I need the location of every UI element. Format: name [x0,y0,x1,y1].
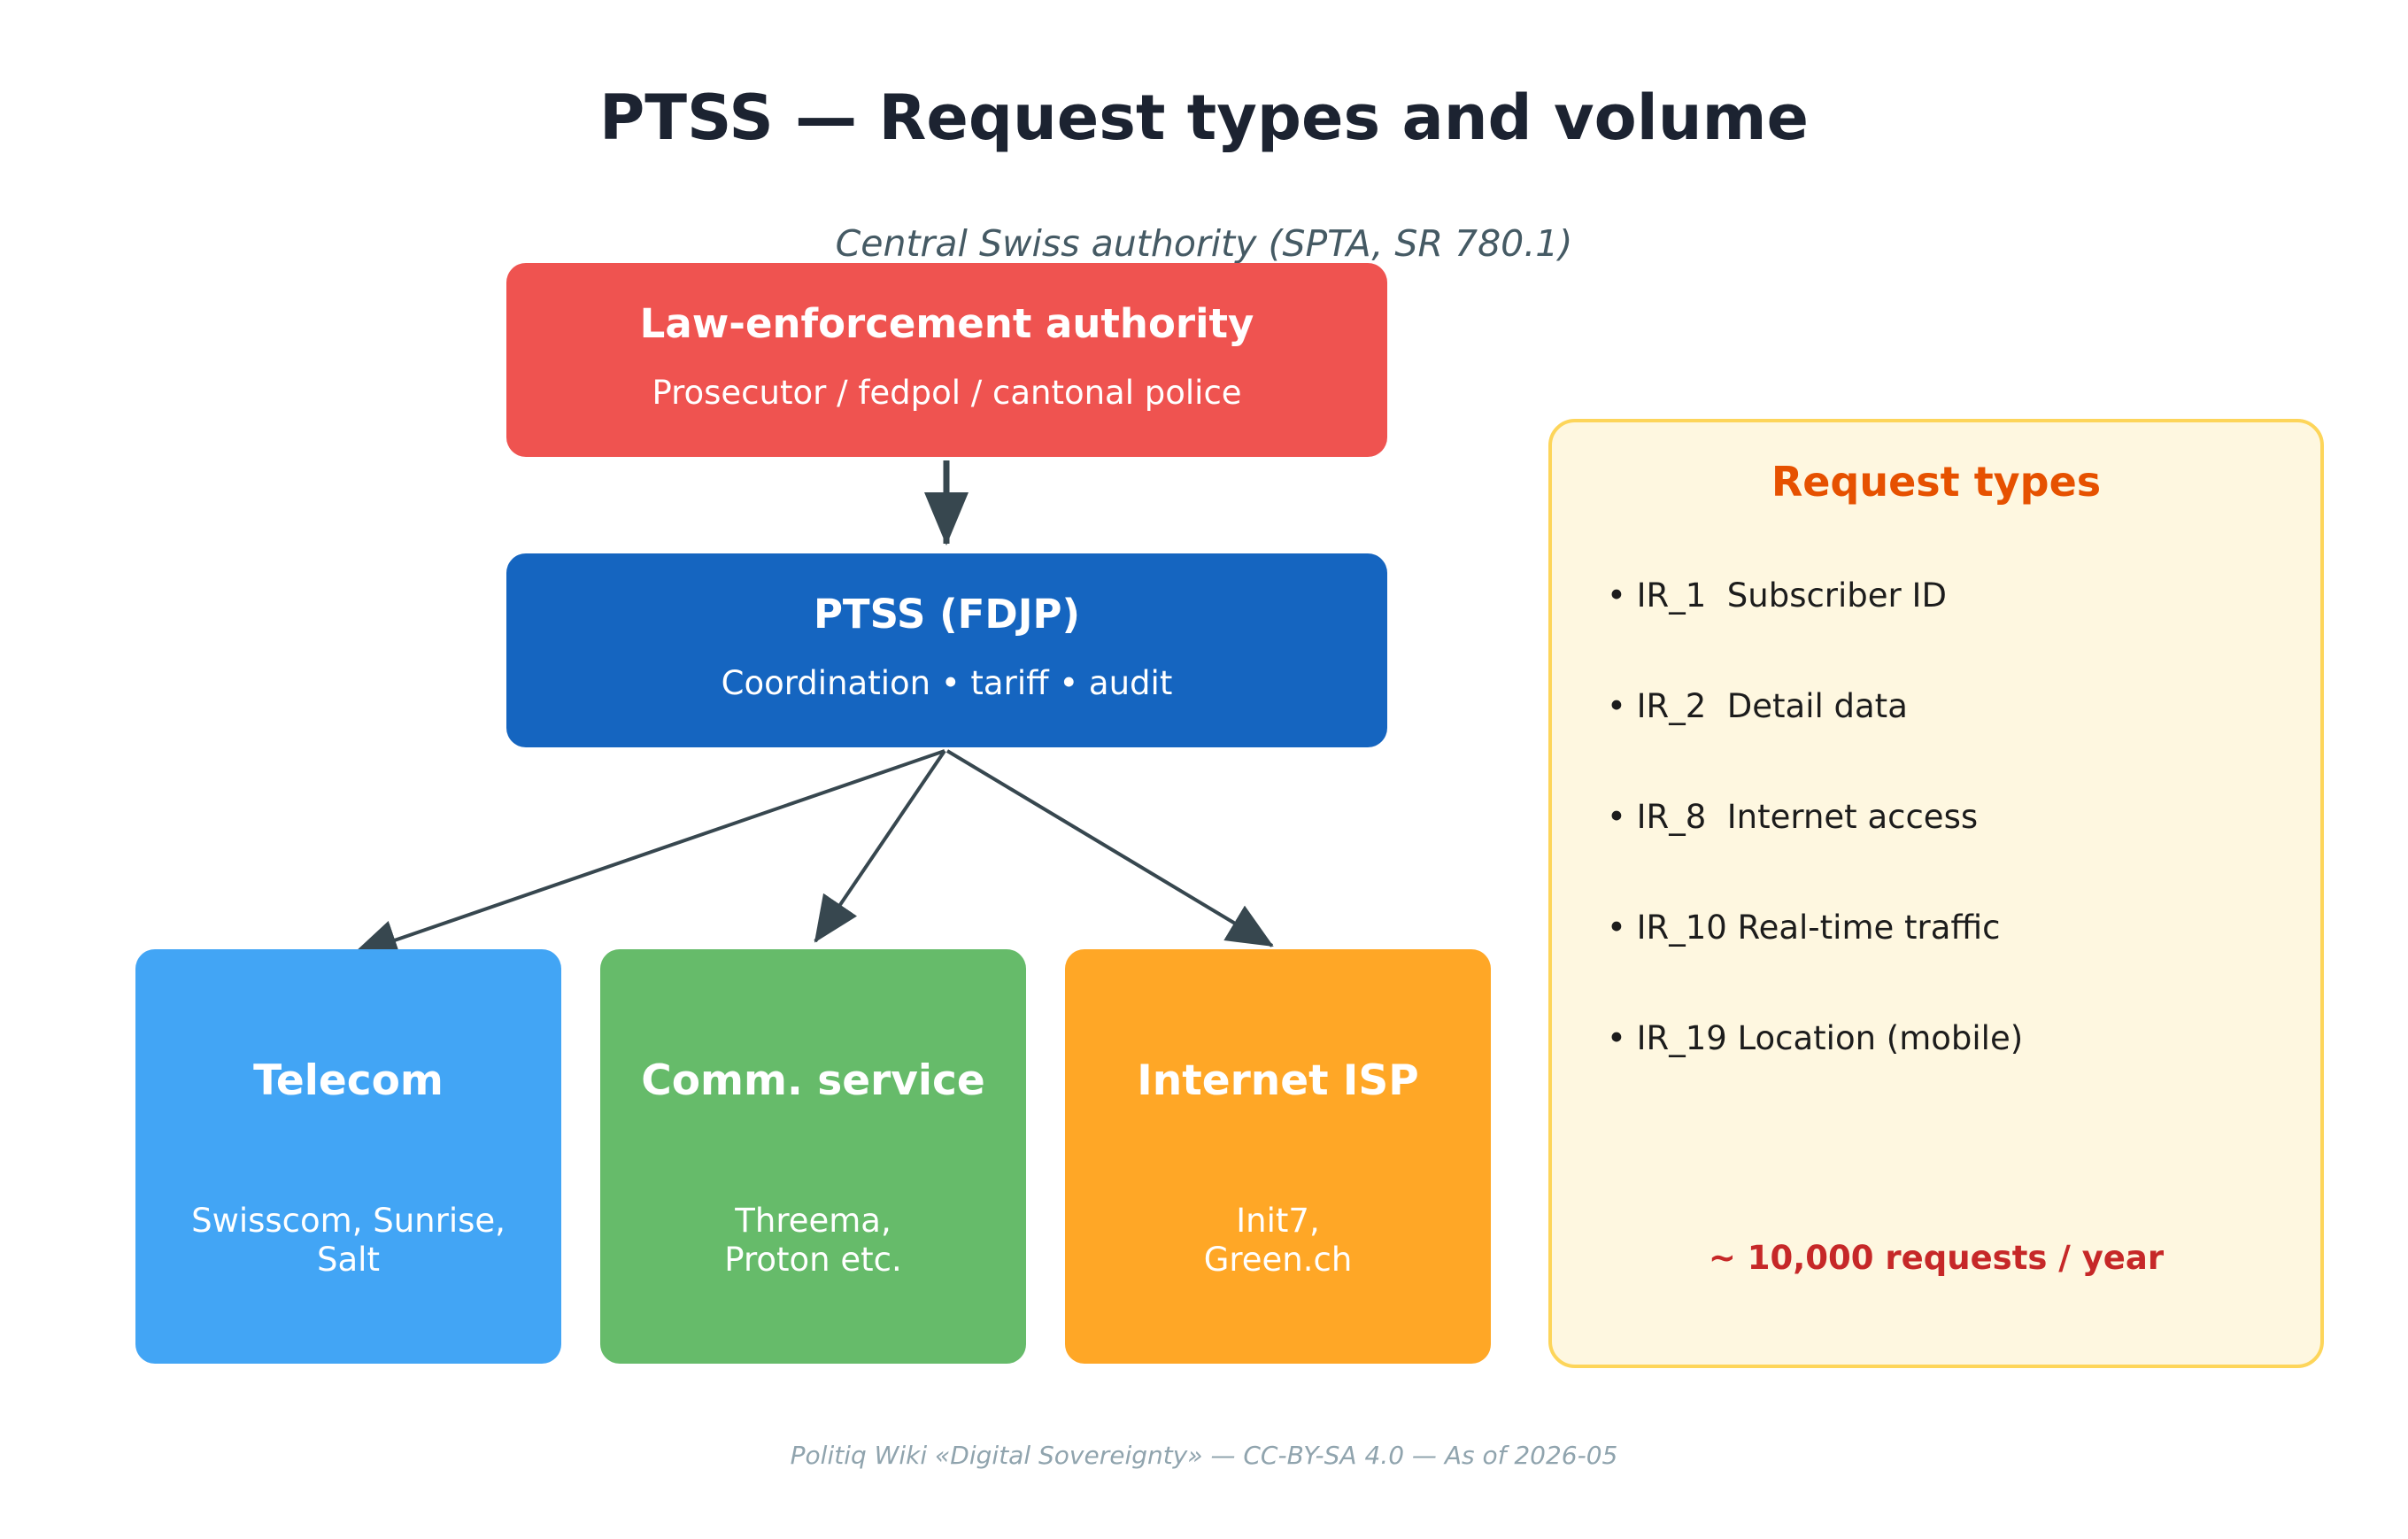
arrow-ptss-to-isp [945,749,1274,947]
law-enforcement-box: Law-enforcement authority Prosecutor / f… [506,263,1387,457]
request-type-item: • IR_10 Real-time traffic [1607,909,2001,947]
ptss-heading: PTSS (FDJP) [813,591,1081,638]
provider-isp-box: Internet ISP Init7, Green.ch [1065,949,1491,1364]
request-type-item: • IR_2 Detail data [1607,687,1908,725]
provider-examples: Threema, Proton etc. [724,1202,902,1280]
ptss-box: PTSS (FDJP) Coordination • tariff • audi… [506,553,1387,747]
ptss-sub: Coordination • tariff • audit [721,664,1173,702]
provider-examples: Init7, Green.ch [1203,1202,1353,1280]
diagram-subtitle: Central Swiss authority (SPTA, SR 780.1) [835,222,1573,265]
provider-heading: Internet ISP [1137,1056,1419,1105]
provider-heading: Telecom [253,1056,444,1105]
request-types-list: • IR_1 Subscriber ID • IR_2 Detail data … [1607,579,2023,1133]
provider-examples: Swisscom, Sunrise, Salt [191,1202,506,1280]
request-type-item: • IR_8 Internet access [1607,798,1979,836]
request-type-item: • IR_1 Subscriber ID [1607,576,1947,615]
law-enforcement-heading: Law-enforcement authority [639,300,1254,347]
provider-telecom-box: Telecom Swisscom, Sunrise, Salt [135,949,561,1364]
request-types-title: Request types [1771,458,2102,506]
request-types-panel: Request types • IR_1 Subscriber ID • IR_… [1548,419,2324,1368]
diagram-title: PTSS — Request types and volume [599,81,1809,154]
law-enforcement-sub: Prosecutor / fedpol / cantonal police [652,374,1242,412]
arrow-ptss-to-comm-service [814,749,946,943]
provider-heading: Comm. service [641,1056,985,1105]
request-volume: ~ 10,000 requests / year [1708,1239,2165,1277]
provider-comm-service-box: Comm. service Threema, Proton etc. [600,949,1026,1364]
arrow-ptss-to-telecom [351,749,945,960]
footer-credit: Politiq Wiki «Digital Sovereignty» — CC-… [790,1441,1618,1470]
request-type-item: • IR_19 Location (mobile) [1607,1019,2024,1057]
